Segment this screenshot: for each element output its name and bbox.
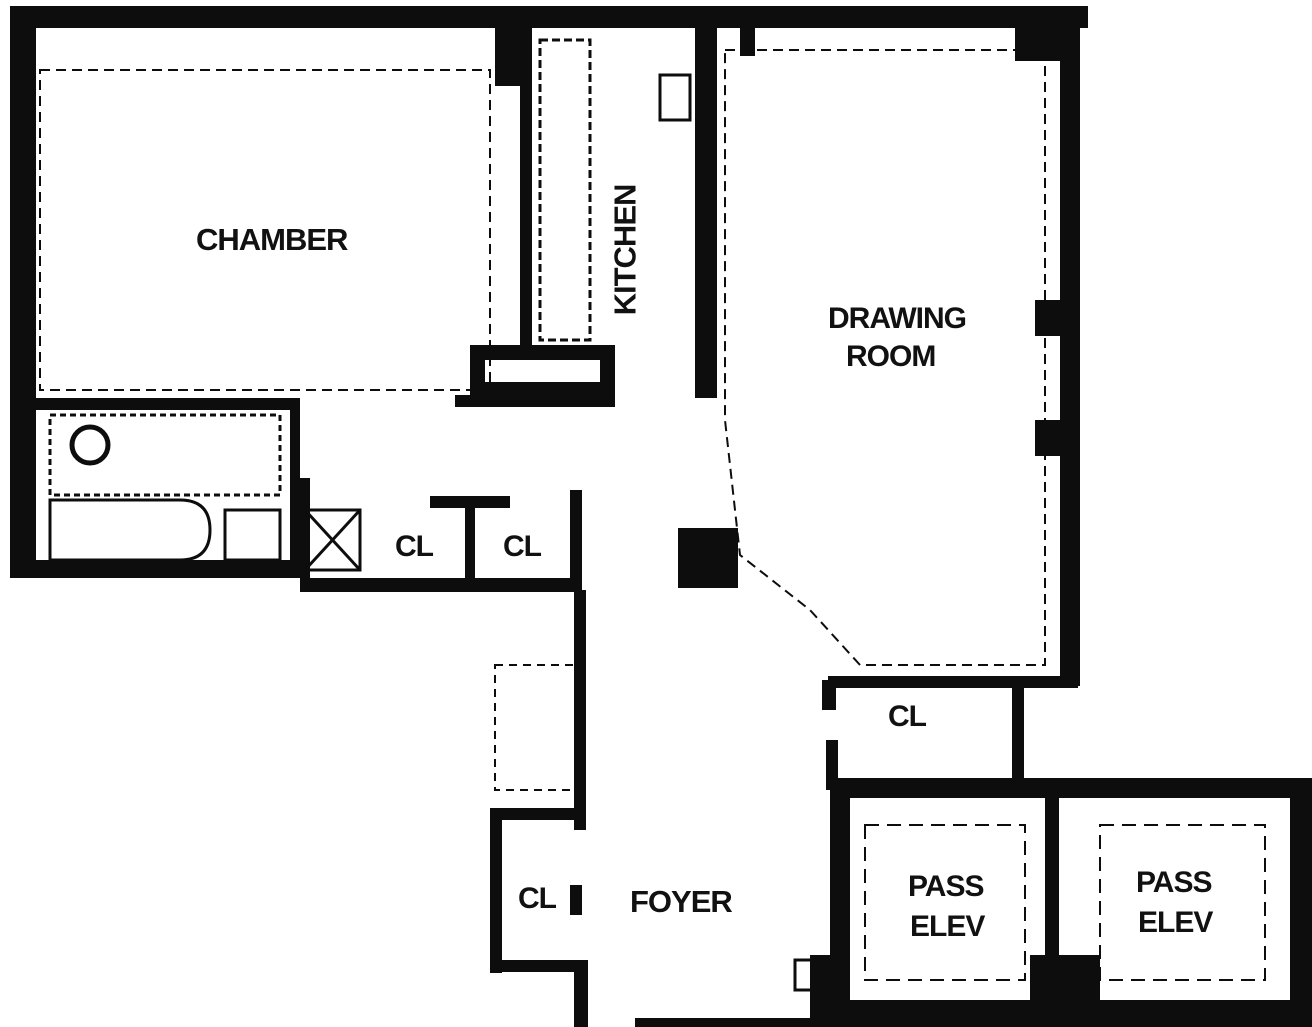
room-label-closet-left: CL bbox=[395, 530, 434, 563]
room-label-closet-foyer: CL bbox=[518, 882, 557, 915]
room-label-foyer: FOYER bbox=[630, 884, 733, 919]
fixtures bbox=[39, 38, 1266, 992]
room-label-closet-right: CL bbox=[503, 530, 542, 563]
room-label-elevator-1-line2: ELEV bbox=[910, 910, 985, 943]
room-label-elevator-1-line1: PASS bbox=[908, 870, 984, 903]
room-label-kitchen: KITCHEN bbox=[607, 184, 643, 316]
room-label-drawing-room-line2: ROOM bbox=[846, 340, 936, 373]
room-label-elevator-2-line2: ELEV bbox=[1138, 906, 1213, 939]
room-label-closet-drawing: CL bbox=[888, 700, 927, 733]
room-label-elevator-2-line1: PASS bbox=[1136, 866, 1212, 899]
room-label-chamber: CHAMBER bbox=[196, 222, 348, 257]
room-label-drawing-room-line1: DRAWING bbox=[828, 302, 967, 335]
walls bbox=[10, 6, 1312, 1027]
